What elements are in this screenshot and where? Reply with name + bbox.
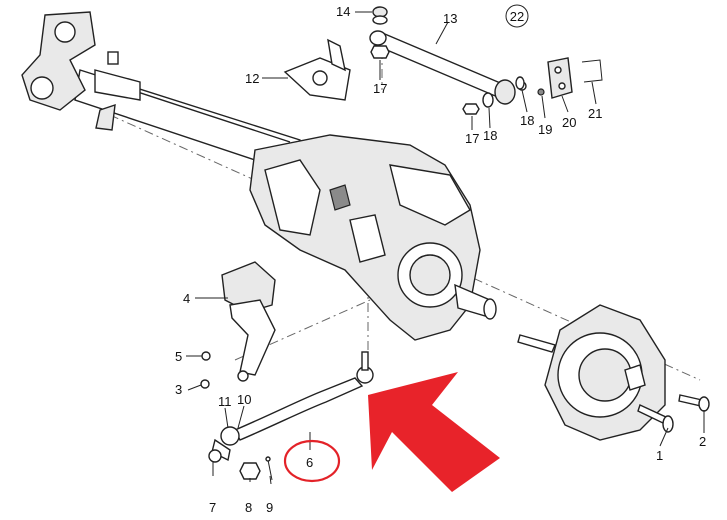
callout-8: 8 bbox=[245, 500, 252, 515]
nut-8 bbox=[239, 462, 261, 480]
callout-17-lower: 17 bbox=[465, 131, 479, 146]
mount-plate-12 bbox=[283, 38, 351, 101]
leader-lines bbox=[186, 11, 705, 485]
callout-17-upper: 17 bbox=[373, 81, 387, 96]
nut-17-upper bbox=[370, 45, 390, 59]
callout-14: 14 bbox=[336, 4, 350, 19]
callout-6: 6 bbox=[306, 455, 313, 470]
nut-17-lower bbox=[462, 103, 480, 115]
callout-4: 4 bbox=[183, 291, 190, 306]
figure-number: 22 bbox=[510, 9, 524, 24]
bushing-14 bbox=[372, 6, 388, 25]
callout-1: 1 bbox=[656, 448, 663, 463]
callout-20: 20 bbox=[562, 115, 576, 130]
callout-5: 5 bbox=[175, 349, 182, 364]
figure-number-badge: 22 bbox=[505, 4, 529, 28]
pointer-arrow bbox=[368, 372, 500, 492]
washer-18-b bbox=[515, 76, 525, 90]
bolt-1 bbox=[637, 404, 674, 433]
stud-19 bbox=[537, 88, 545, 96]
callout-7: 7 bbox=[209, 500, 216, 515]
callout-3: 3 bbox=[175, 382, 182, 397]
callout-11: 11 bbox=[218, 394, 232, 409]
callout-18-b: 18 bbox=[520, 113, 534, 128]
bolt-2 bbox=[678, 394, 710, 412]
callout-9: 9 bbox=[266, 500, 273, 515]
u-bolt-21 bbox=[581, 59, 603, 83]
callout-19: 19 bbox=[538, 122, 552, 137]
cotter-pin-9 bbox=[265, 456, 273, 481]
brake-drum-assembly bbox=[517, 304, 666, 441]
callout-10: 10 bbox=[237, 392, 251, 407]
callout-18-a: 18 bbox=[483, 128, 497, 143]
callout-21: 21 bbox=[588, 106, 602, 121]
highlight-circle bbox=[283, 439, 341, 483]
bracket-20 bbox=[547, 57, 573, 99]
drag-link bbox=[208, 351, 374, 463]
washer-18-a bbox=[482, 92, 494, 108]
callout-12: 12 bbox=[245, 71, 259, 86]
callout-2: 2 bbox=[699, 434, 706, 449]
left-knuckle bbox=[21, 11, 141, 131]
damper-bracket bbox=[200, 261, 276, 389]
callout-labels: 1 2 3 4 5 6 7 8 9 10 11 12 13 14 17 17 1… bbox=[175, 4, 706, 515]
track-bar bbox=[369, 30, 527, 105]
differential-carrier bbox=[249, 134, 497, 341]
callout-13: 13 bbox=[443, 11, 457, 26]
